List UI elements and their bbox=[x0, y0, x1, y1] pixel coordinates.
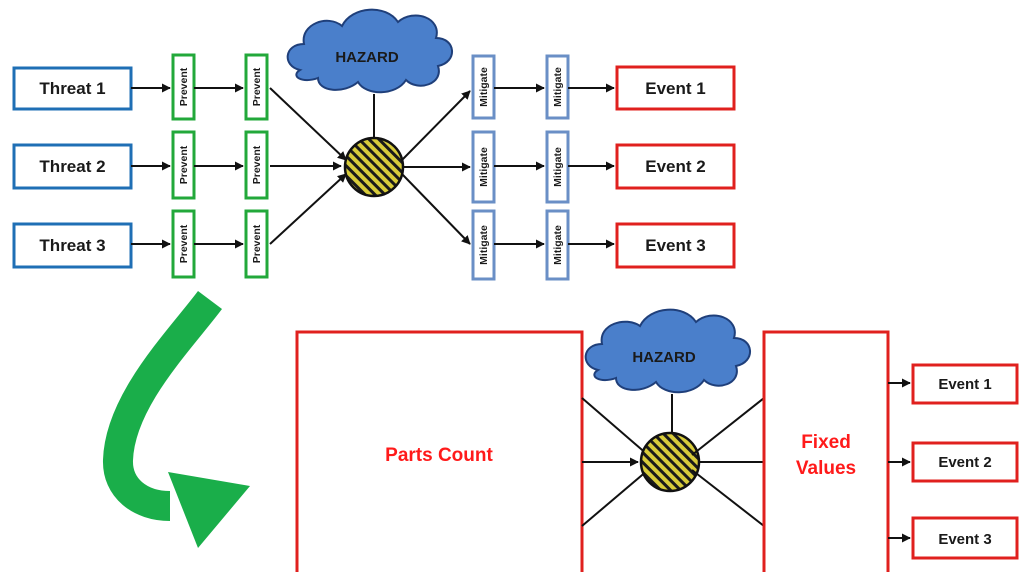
svg-text:Mitigate: Mitigate bbox=[478, 225, 490, 265]
event-2: Event 2 bbox=[911, 441, 1019, 483]
fixed-values-box: Fixed Values bbox=[762, 330, 890, 572]
event-3-label: Event 3 bbox=[645, 236, 705, 255]
event-2: Event 2 bbox=[615, 143, 736, 190]
event-1: Event 1 bbox=[615, 65, 736, 111]
svg-text:Prevent: Prevent bbox=[178, 67, 190, 106]
svg-text:Prevent: Prevent bbox=[251, 224, 263, 263]
event-1-label: Event 1 bbox=[645, 79, 705, 98]
connector-line bbox=[691, 397, 765, 456]
fixed-values-label-line2: Values bbox=[796, 458, 856, 479]
svg-text:Prevent: Prevent bbox=[251, 67, 263, 106]
mitigate-barrier: Mitigate bbox=[545, 54, 570, 120]
threat-2-label: Threat 2 bbox=[39, 157, 105, 176]
prevent-barrier: Prevent bbox=[171, 209, 196, 279]
event-2-label: Event 2 bbox=[938, 454, 991, 471]
threat-3: Threat 3 bbox=[12, 222, 133, 269]
hazard-cloud: HAZARD bbox=[584, 308, 751, 394]
svg-text:Mitigate: Mitigate bbox=[478, 147, 490, 187]
connector-line bbox=[691, 469, 765, 527]
event-2-label: Event 2 bbox=[645, 157, 705, 176]
transformation-arrow bbox=[103, 290, 250, 548]
svg-text:Prevent: Prevent bbox=[178, 145, 190, 184]
threat-1: Threat 1 bbox=[12, 66, 133, 111]
threat-2: Threat 2 bbox=[12, 143, 133, 190]
mitigate-barrier: Mitigate bbox=[471, 54, 496, 120]
parts-count-box: Parts Count bbox=[295, 330, 584, 572]
top-event-knot bbox=[343, 136, 405, 198]
mitigate-barrier: Mitigate bbox=[471, 209, 496, 281]
event-1-label: Event 1 bbox=[938, 376, 991, 393]
arrow bbox=[401, 90, 471, 161]
mitigate-barrier: Mitigate bbox=[545, 130, 570, 204]
svg-text:Mitigate: Mitigate bbox=[478, 67, 490, 107]
connector-line bbox=[581, 469, 649, 527]
connector-line bbox=[581, 397, 649, 456]
hazard-label: HAZARD bbox=[335, 49, 398, 66]
mitigate-barrier: Mitigate bbox=[471, 130, 496, 204]
parts-count-label: Parts Count bbox=[385, 445, 493, 466]
svg-text:Prevent: Prevent bbox=[178, 224, 190, 263]
arrow bbox=[269, 87, 347, 161]
svg-text:Mitigate: Mitigate bbox=[552, 147, 564, 187]
prevent-barrier: Prevent bbox=[244, 53, 269, 121]
event-3: Event 3 bbox=[911, 516, 1019, 560]
svg-text:Prevent: Prevent bbox=[251, 145, 263, 184]
prevent-barrier: Prevent bbox=[244, 209, 269, 279]
prevent-barrier: Prevent bbox=[171, 130, 196, 200]
svg-text:Mitigate: Mitigate bbox=[552, 67, 564, 107]
event-3: Event 3 bbox=[615, 222, 736, 269]
svg-text:Mitigate: Mitigate bbox=[552, 225, 564, 265]
arrow bbox=[401, 173, 471, 245]
hazard-label: HAZARD bbox=[632, 349, 695, 366]
prevent-barrier: Prevent bbox=[244, 130, 269, 200]
event-3-label: Event 3 bbox=[938, 531, 991, 548]
event-1: Event 1 bbox=[911, 363, 1019, 405]
top-event-knot bbox=[639, 431, 701, 493]
threat-1-label: Threat 1 bbox=[39, 79, 105, 98]
prevent-barrier: Prevent bbox=[171, 53, 196, 121]
threat-3-label: Threat 3 bbox=[39, 236, 105, 255]
mitigate-barrier: Mitigate bbox=[545, 209, 570, 281]
fixed-values-label-line1: Fixed bbox=[801, 432, 851, 453]
hazard-cloud: HAZARD bbox=[286, 8, 453, 94]
arrow bbox=[269, 173, 347, 245]
